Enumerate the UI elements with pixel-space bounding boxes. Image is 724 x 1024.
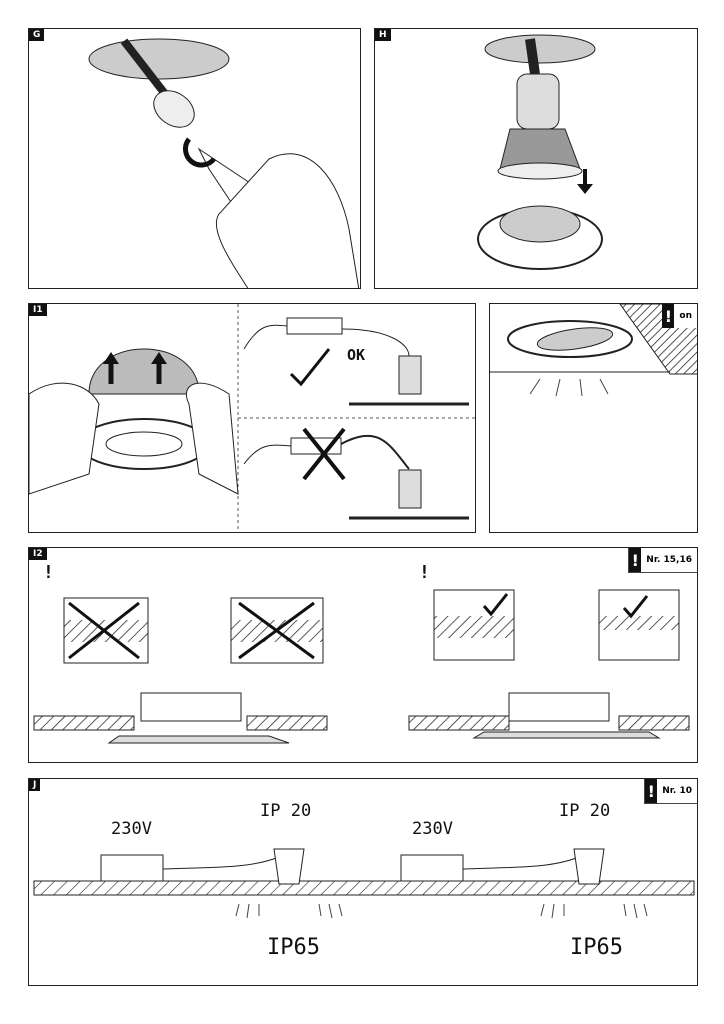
warning-icon: ! [645,779,658,803]
note-badge: ! Nr. 10 [644,779,697,804]
note-text: on [679,311,692,321]
panel-h: H [374,28,698,289]
panel-j: J 230V 230V IP 20 IP 20 IP65 IP65 ! Nr. … [28,778,698,986]
note-text: Nr. 15,16 [646,555,692,565]
illustration-mount-and-wiring [29,304,475,532]
illustration-ip-ratings [33,848,695,919]
warning-icon: ! [662,304,675,328]
ip-rating-bottom-right: IP65 [570,935,623,960]
warning-icon: ! [629,548,642,572]
panel-label: I1 [29,304,47,316]
voltage-label-right: 230V [412,819,453,839]
panel-i1: I1 OK [28,303,476,533]
illustration-ceiling-thickness [33,589,690,744]
ip-rating-top-right: IP 20 [559,801,611,821]
note-badge: ! Nr. 15,16 [628,548,697,573]
panel-g: G [28,28,361,289]
panel-label: J [29,779,41,791]
note-text: Nr. 10 [662,786,692,796]
illustration-tilt-adjust [490,304,697,397]
ok-label: OK [347,346,366,364]
illustration-insert-lamp [477,34,603,270]
panel-adjust: ! on [489,303,698,533]
ip-rating-bottom-left: IP65 [267,935,320,960]
warning-right: ! [419,562,430,583]
voltage-label-left: 230V [111,819,152,839]
panel-label: H [375,29,391,41]
panel-i2: I2 ! ! ! Nr. 15,16 [28,547,698,763]
warning-left: ! [43,562,54,583]
note-badge: ! on [662,304,697,328]
panel-label: G [29,29,45,41]
panel-label: I2 [29,548,47,560]
illustration-bulb-removal [88,38,360,288]
ip-rating-top-left: IP 20 [260,801,312,821]
